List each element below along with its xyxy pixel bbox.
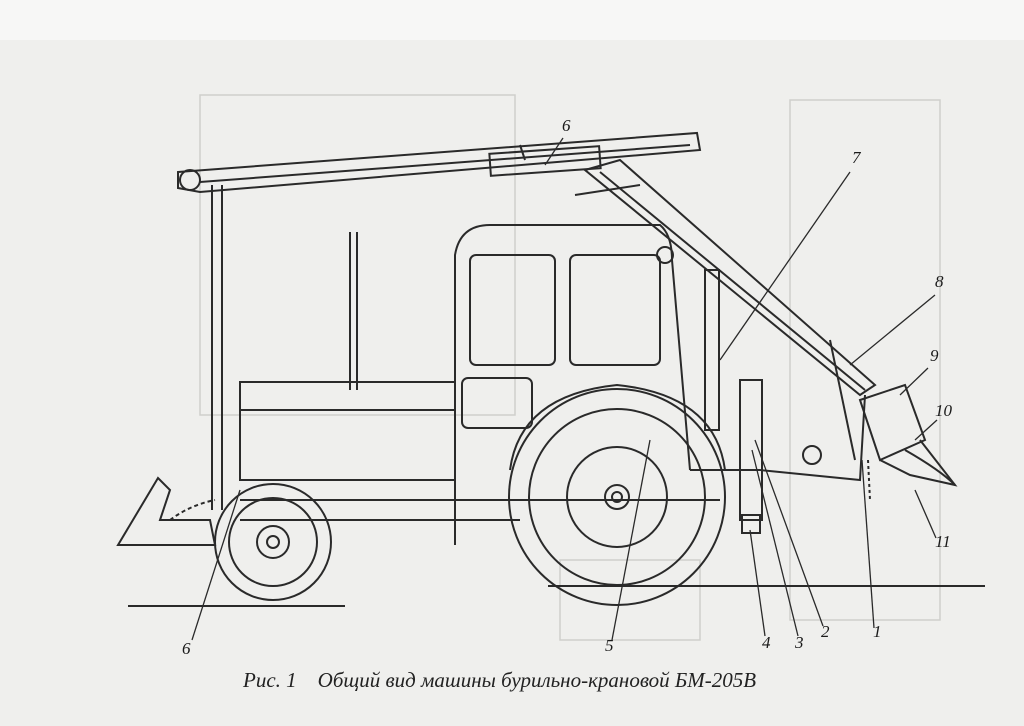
callout-label: 11 [935,532,951,551]
callout-label: 1 [873,622,882,641]
figure-number: Рис. 1 [243,668,297,692]
callout-label: 6 [562,116,571,135]
leader-lines [191,137,938,641]
callout-label: 7 [852,148,861,167]
callout-label: 8 [935,272,944,291]
callout-label: 6 [182,639,191,658]
scan-top-margin [0,0,1024,40]
callout-label: 10 [935,401,952,420]
auger [858,383,958,501]
scanned-page [0,40,1024,726]
tractor-body [239,381,760,545]
figure-caption: Рис. 1 Общий вид машины бурильно-краново… [243,668,756,693]
ground-line [128,585,985,607]
callout-label: 3 [795,633,804,652]
cab [349,224,691,471]
callout-label: 9 [930,346,939,365]
callout-label: 5 [605,636,614,655]
front-wheel [214,483,332,601]
hydraulics [704,269,866,534]
front-blade [116,476,217,546]
rear-wheel [508,383,726,606]
diagonal-boom [574,158,877,397]
figure-title: Общий вид машины бурильно-крановой БМ-20… [317,668,757,692]
crane-boom [177,131,702,194]
callout-label: 4 [762,633,771,652]
mast [211,185,223,510]
bleed-through-text [199,94,941,641]
callout-label: 2 [821,622,830,641]
